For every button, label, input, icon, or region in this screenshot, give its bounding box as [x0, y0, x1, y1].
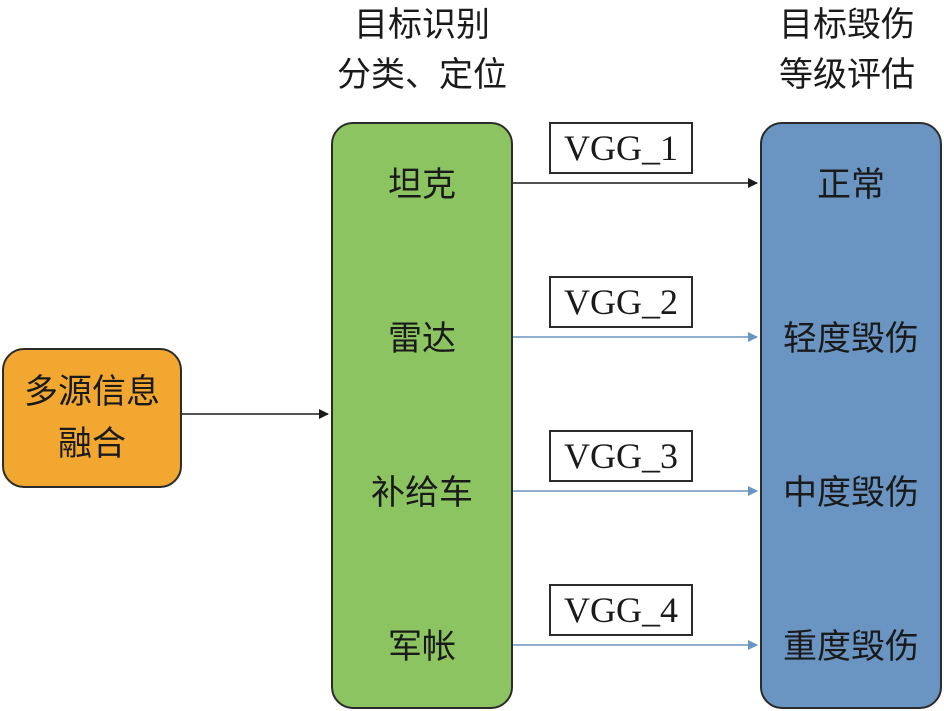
header-line: 目标毁伤 — [779, 5, 915, 45]
header-damage-assessment: 目标毁伤 等级评估 — [750, 0, 944, 100]
target-item-supply-truck: 补给车 — [371, 473, 473, 513]
target-item-tank: 坦克 — [388, 165, 456, 205]
target-item-tent: 军帐 — [388, 627, 456, 667]
model-label-vgg-3: VGG_3 — [549, 430, 693, 482]
damage-level-normal: 正常 — [817, 165, 885, 205]
model-label-vgg-4: VGG_4 — [549, 584, 693, 636]
damage-level-medium: 中度毁伤 — [783, 473, 919, 513]
source-line: 多源信息 — [24, 372, 160, 412]
target-item-radar: 雷达 — [388, 319, 456, 359]
damage-level-light: 轻度毁伤 — [783, 319, 919, 359]
source-line: 融合 — [58, 424, 126, 464]
damage-assessment-box: 正常 轻度毁伤 中度毁伤 重度毁伤 — [760, 122, 942, 709]
header-line: 等级评估 — [779, 55, 915, 95]
damage-level-heavy: 重度毁伤 — [783, 627, 919, 667]
model-label-vgg-1: VGG_1 — [549, 122, 693, 174]
model-label-vgg-2: VGG_2 — [549, 276, 693, 328]
header-target-recognition: 目标识别 分类、定位 — [321, 0, 523, 100]
source-fusion-box: 多源信息 融合 — [2, 348, 182, 488]
header-line: 目标识别 — [354, 5, 490, 45]
header-line: 分类、定位 — [337, 55, 507, 95]
target-recognition-box: 坦克 雷达 补给车 军帐 — [331, 122, 513, 709]
